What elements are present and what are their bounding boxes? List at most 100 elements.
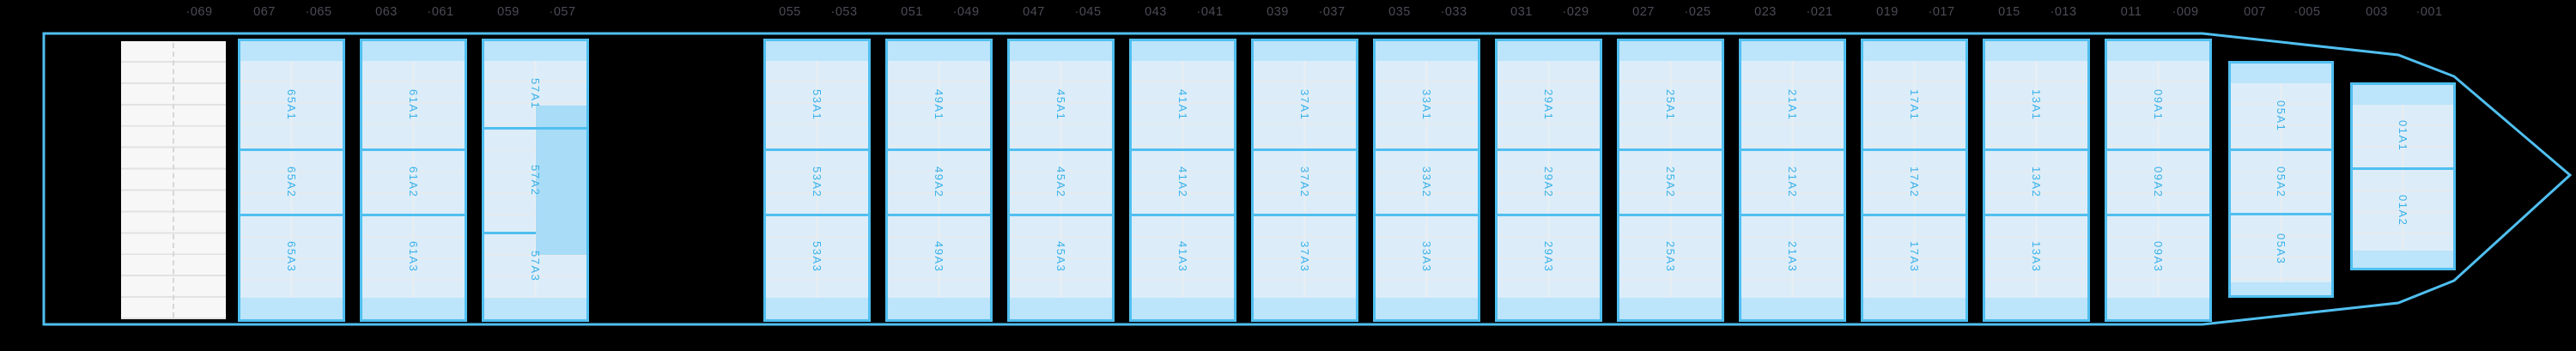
bay-section-label-25A1: 25A1 xyxy=(1664,88,1677,121)
bay-section-label-57A1: 57A1 xyxy=(529,78,542,110)
bay-section-label-57A2: 57A2 xyxy=(529,165,542,197)
bay-57[interactable]: 57A1 57A2 57A3 xyxy=(482,39,589,322)
bay-number-043: 043 xyxy=(1145,5,1167,19)
bay-section-label-41A1: 41A1 xyxy=(1176,88,1189,121)
bay-section-17A1[interactable]: 17A1 xyxy=(1863,61,1965,148)
bay-section-49A1[interactable]: 49A1 xyxy=(888,61,990,148)
bay-section-25A2[interactable]: 25A2 xyxy=(1619,148,1722,214)
bay-section-53A3[interactable]: 53A3 xyxy=(766,214,868,298)
bay-section-09A1[interactable]: 09A1 xyxy=(2107,61,2209,148)
bay-section-45A3[interactable]: 45A3 xyxy=(1010,214,1112,298)
bay-section-13A2[interactable]: 13A2 xyxy=(1985,148,2087,214)
bay-section-05A1[interactable]: 05A1 xyxy=(2231,83,2331,148)
bay-section-53A1[interactable]: 53A1 xyxy=(766,61,868,148)
bay-number-029: ·029 xyxy=(1562,5,1589,19)
bay-65-bottom-strip xyxy=(240,298,343,319)
bay-section-25A3[interactable]: 25A3 xyxy=(1619,214,1722,298)
bay-number-039: 039 xyxy=(1267,5,1289,19)
bay-number-041: ·041 xyxy=(1196,5,1224,19)
bay-61-top-strip xyxy=(362,41,465,61)
bay-05-top-strip xyxy=(2231,64,2331,83)
bay-section-61A2[interactable]: 61A2 xyxy=(362,148,465,214)
bay-section-01A2[interactable]: 01A2 xyxy=(2353,167,2453,251)
bay-section-05A3[interactable]: 05A3 xyxy=(2231,213,2331,282)
bay-section-37A1[interactable]: 37A1 xyxy=(1254,61,1356,148)
bay-number-021: ·021 xyxy=(1806,5,1833,19)
bay-section-29A1[interactable]: 29A1 xyxy=(1498,61,1600,148)
bay-section-37A2[interactable]: 37A2 xyxy=(1254,148,1356,214)
bay-41[interactable]: 41A1 41A2 41A3 xyxy=(1129,39,1236,322)
bay-section-65A3[interactable]: 65A3 xyxy=(240,214,343,298)
bay-section-33A1[interactable]: 33A1 xyxy=(1376,61,1478,148)
bay-section-37A3[interactable]: 37A3 xyxy=(1254,214,1356,298)
bay-29-top-strip xyxy=(1498,41,1600,61)
bay-section-21A3[interactable]: 21A3 xyxy=(1741,214,1844,298)
bay-section-01A1[interactable]: 01A1 xyxy=(2353,105,2453,167)
bay-number-033: ·033 xyxy=(1440,5,1467,19)
bay-13-top-strip xyxy=(1985,41,2087,61)
bay-section-label-37A3: 37A3 xyxy=(1298,241,1311,273)
bay-section-29A2[interactable]: 29A2 xyxy=(1498,148,1600,214)
bay-section-33A3[interactable]: 33A3 xyxy=(1376,214,1478,298)
bay-section-53A2[interactable]: 53A2 xyxy=(766,148,868,214)
bay-section-41A1[interactable]: 41A1 xyxy=(1132,61,1234,148)
bay-section-45A1[interactable]: 45A1 xyxy=(1010,61,1112,148)
bay-section-49A3[interactable]: 49A3 xyxy=(888,214,990,298)
bay-section-57A2[interactable]: 57A2 xyxy=(484,127,586,234)
bay-section-33A2[interactable]: 33A2 xyxy=(1376,148,1478,214)
bay-section-13A1[interactable]: 13A1 xyxy=(1985,61,2087,148)
bay-section-45A2[interactable]: 45A2 xyxy=(1010,148,1112,214)
bay-section-09A2[interactable]: 09A2 xyxy=(2107,148,2209,214)
bay-53-top-strip xyxy=(766,41,868,61)
bay-section-57A1[interactable]: 57A1 xyxy=(484,61,586,127)
bay-section-25A1[interactable]: 25A1 xyxy=(1619,61,1722,148)
bay-section-label-53A1: 53A1 xyxy=(811,88,823,121)
bay-53-bottom-strip xyxy=(766,298,868,319)
bay-25-top-strip xyxy=(1619,41,1722,61)
bay-57-top-strip xyxy=(484,41,586,61)
bay-17[interactable]: 17A1 17A2 17A3 xyxy=(1861,39,1968,322)
bay-section-41A2[interactable]: 41A2 xyxy=(1132,148,1234,214)
bay-section-13A3[interactable]: 13A3 xyxy=(1985,214,2087,298)
hull-path xyxy=(42,32,2573,326)
bay-section-21A1[interactable]: 21A1 xyxy=(1741,61,1844,148)
bay-section-label-17A2: 17A2 xyxy=(1908,166,1921,198)
bay-section-29A3[interactable]: 29A3 xyxy=(1498,214,1600,298)
bay-section-17A3[interactable]: 17A3 xyxy=(1863,214,1965,298)
occupied-slots-57A3 xyxy=(535,234,586,255)
bay-section-65A2[interactable]: 65A2 xyxy=(240,148,343,214)
bay-section-label-21A3: 21A3 xyxy=(1786,241,1799,273)
bay-number-031: 031 xyxy=(1510,5,1533,19)
bay-number-065: ·065 xyxy=(305,5,332,19)
bay-section-21A2[interactable]: 21A2 xyxy=(1741,148,1844,214)
bay-section-65A1[interactable]: 65A1 xyxy=(240,61,343,148)
bay-section-label-09A1: 09A1 xyxy=(2152,88,2165,121)
bay-section-label-29A1: 29A1 xyxy=(1542,88,1555,121)
bay-section-61A1[interactable]: 61A1 xyxy=(362,61,465,148)
bay-section-label-05A3: 05A3 xyxy=(2275,233,2287,265)
bay-section-61A3[interactable]: 61A3 xyxy=(362,214,465,298)
bay-section-41A3[interactable]: 41A3 xyxy=(1132,214,1234,298)
bay-05-bottom-strip xyxy=(2231,282,2331,295)
bay-section-17A2[interactable]: 17A2 xyxy=(1863,148,1965,214)
bay-section-05A2[interactable]: 05A2 xyxy=(2231,148,2331,213)
bay-section-label-41A2: 41A2 xyxy=(1176,166,1189,198)
bay-section-49A2[interactable]: 49A2 xyxy=(888,148,990,214)
bay-section-57A3[interactable]: 57A3 xyxy=(484,232,586,298)
accommodation-block xyxy=(121,41,226,319)
bay-section-09A3[interactable]: 09A3 xyxy=(2107,214,2209,298)
